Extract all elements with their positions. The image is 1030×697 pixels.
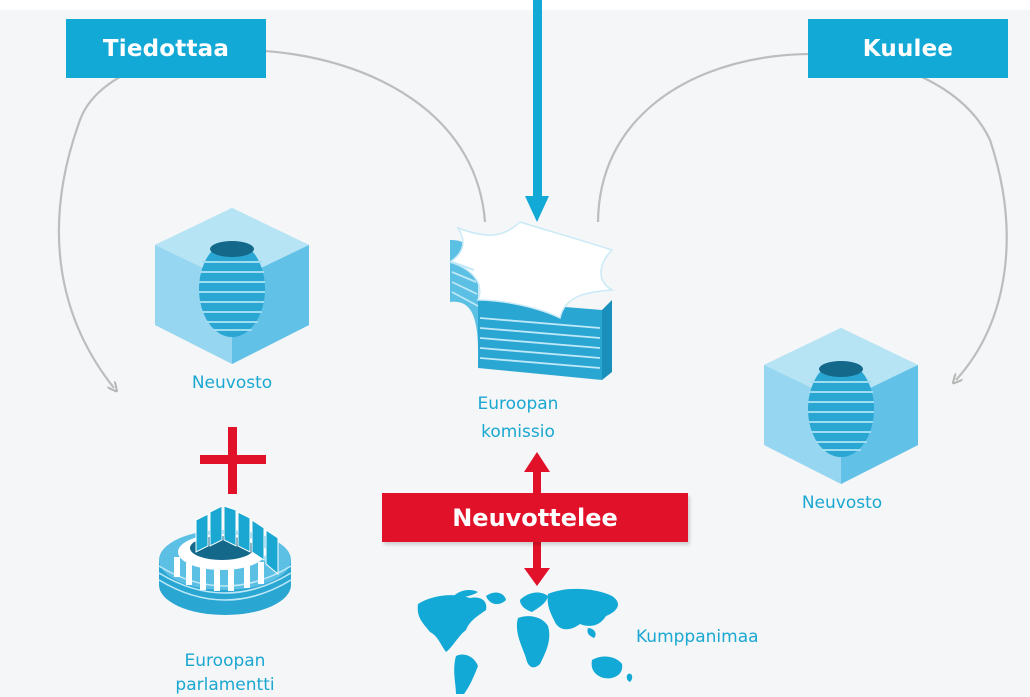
consults-label: Kuulee	[808, 19, 1008, 78]
commission-building-icon	[448, 221, 615, 380]
world-map-icon	[417, 588, 633, 694]
parliament-label-line2: parlamentti	[175, 675, 275, 695]
council-right-icon	[764, 328, 918, 484]
negotiates-label: Neuvottelee	[382, 493, 688, 542]
parliament-building-icon	[158, 505, 292, 615]
parliament-label: Euroopan parlamentti	[150, 649, 300, 697]
plus-icon	[200, 427, 266, 494]
council-left-label: Neuvosto	[191, 373, 273, 393]
commission-label-line2: komissio	[481, 422, 555, 442]
consult-arc	[596, 53, 1008, 380]
council-right-label: Neuvosto	[801, 493, 883, 513]
top-band	[0, 0, 1030, 10]
informs-label: Tiedottaa	[66, 19, 266, 78]
commission-label-line1: Euroopan	[477, 394, 559, 414]
incoming-arrow	[525, 0, 549, 222]
parliament-label-line1: Euroopan	[184, 651, 266, 671]
commission-label: Euroopan komissio	[450, 392, 586, 444]
council-left-icon	[155, 208, 309, 364]
inform-arc	[57, 49, 487, 388]
partner-country-label: Kumppanimaa	[636, 627, 759, 647]
